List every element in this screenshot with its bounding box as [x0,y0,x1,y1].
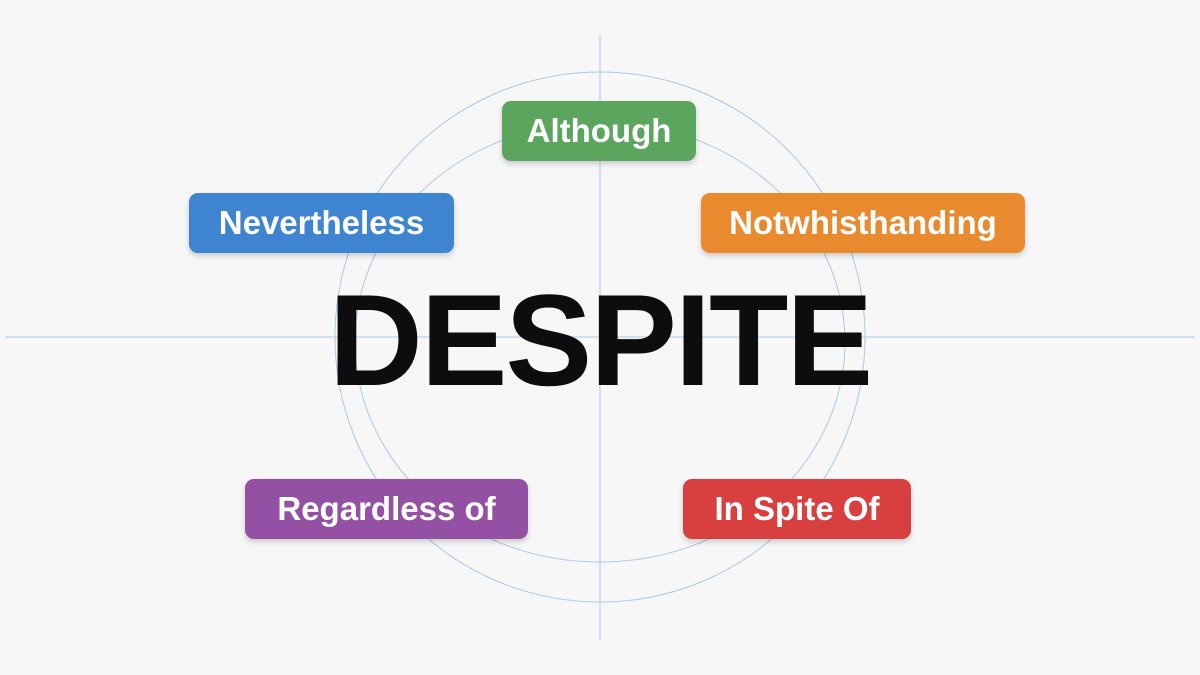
center-word: DESPITE [328,267,873,413]
tag-regardless-of: Regardless of [245,479,528,539]
tag-although: Although [502,101,696,161]
tag-notwithstanding: Notwhisthanding [701,193,1025,253]
outer-guide-circle [334,71,866,603]
tag-in-spite-of: In Spite Of [683,479,911,539]
tag-nevertheless: Nevertheless [189,193,454,253]
